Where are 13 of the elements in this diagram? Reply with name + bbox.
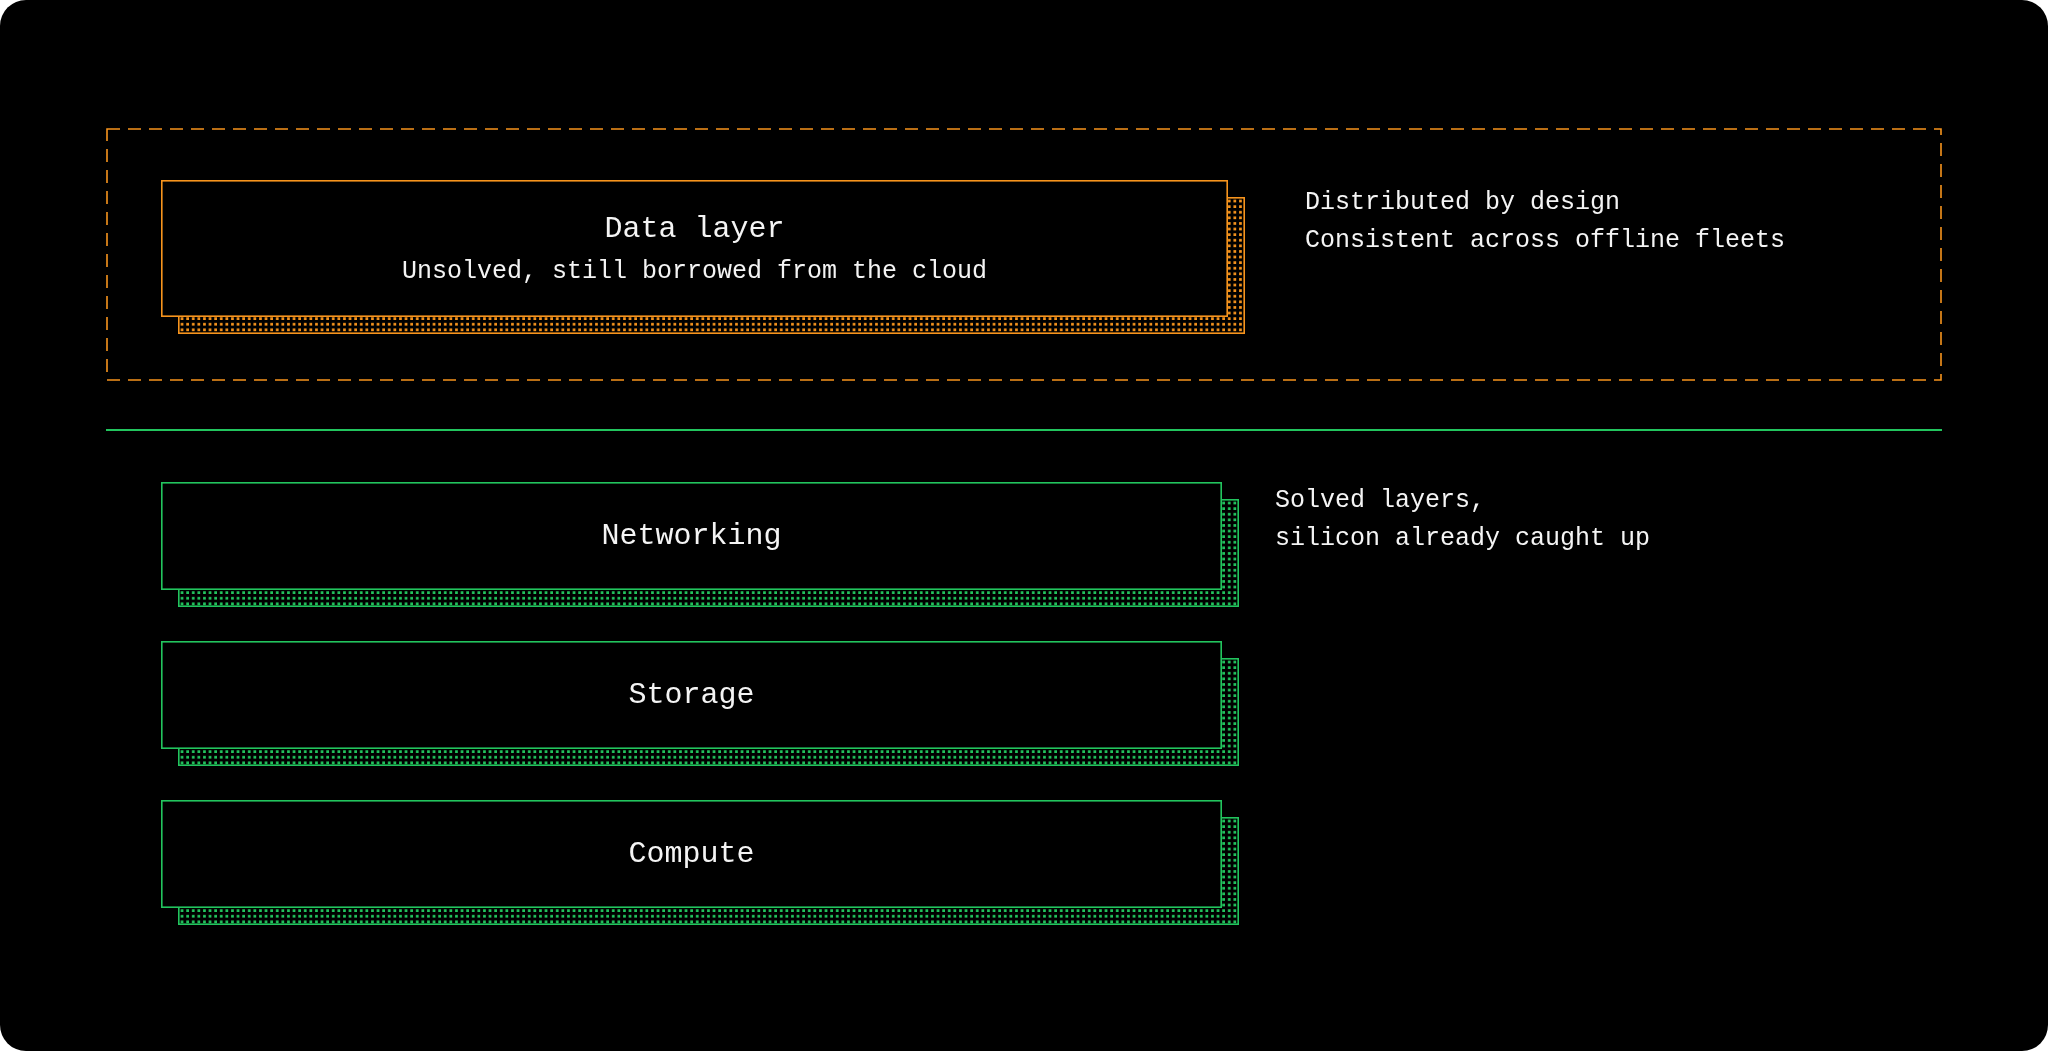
stacked-layer-box: [161, 482, 1239, 607]
side-note: Solved layers, silicon already caught up: [1275, 485, 1651, 555]
side-note: Consistent across offline fleets: [1305, 225, 1786, 257]
layer-description: Unsolved, still borrowed from the cloud: [401, 256, 988, 287]
layer-title: Storage: [628, 677, 755, 713]
dashed-frame: [106, 128, 1942, 381]
stacked-layer-box: [161, 180, 1245, 334]
stacked-layer-box: [161, 641, 1239, 766]
layer-title: Networking: [601, 518, 782, 554]
layer-title: Data layer: [604, 210, 785, 247]
stacked-layer-box: [161, 800, 1239, 925]
layer-title: Compute: [628, 836, 755, 872]
side-note: Distributed by design: [1305, 187, 1621, 219]
